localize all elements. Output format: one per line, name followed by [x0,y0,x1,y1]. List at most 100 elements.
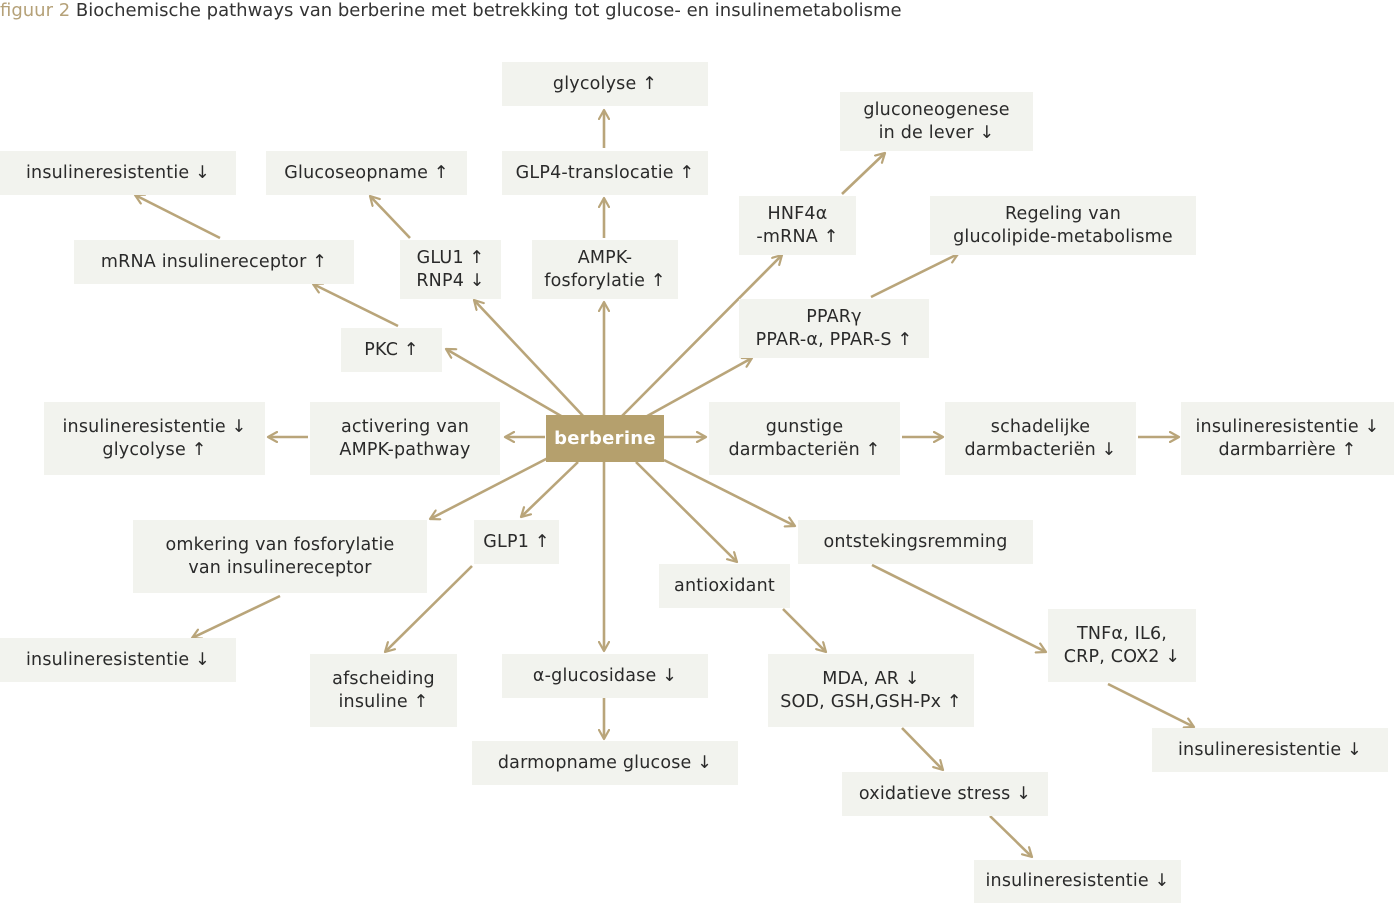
node-insulineresistentie-bottom: insulineresistentie ↓ [974,860,1181,903]
node-label-line: activering van [341,416,469,437]
node-insulineresistentie-top-left: insulineresistentie ↓ [0,151,236,195]
arrow-glu1-glucoseopname [370,196,411,239]
node-berberine: berberine [546,415,664,462]
arrow-berberine-ontsteking [663,458,795,526]
arrow-hnf4a-gluconeo [841,153,885,195]
node-glycolyse: glycolyse ↑ [502,62,708,106]
node-oxidatieve-stress: oxidatieve stress ↓ [842,772,1048,816]
node-label-line: berberine [554,428,656,449]
node-label-line: Regeling van [1004,203,1122,224]
node-label-line: Glucoseopname ↑ [284,162,449,183]
node-label-line: HNF4α [767,203,828,224]
node-label-line: afscheiding [332,668,435,689]
arrow-berberine-glp1 [521,461,579,517]
node-alpha-glucosidase: α-glucosidase ↓ [502,654,708,698]
arrow-mda-oxstress [901,727,943,770]
arrow-oxstress-insres [989,815,1032,857]
node-hnf4a-mrna: HNF4α-mRNA ↑ [739,196,856,255]
node-label-line: insulineresistentie ↓ [1195,416,1380,437]
node-ampk-fosforylatie: AMPK-fosforylatie ↑ [532,240,678,299]
arrow-ontsteking-tnf [871,563,1046,652]
node-label-line: CRP, COX2 ↓ [1063,646,1181,667]
node-label-line: RNP4 ↓ [416,270,485,291]
arrow-berberine-omkering [430,456,549,519]
node-glucoseopname: Glucoseopname ↑ [266,151,467,195]
node-label-line: gluconeogenese [863,99,1010,120]
node-label-line: darmbarrière ↑ [1218,439,1357,460]
node-insulineresistentie-darmbarriere: insulineresistentie ↓darmbarrière ↑ [1181,402,1394,475]
node-insulineresistentie-right-mid: insulineresistentie ↓ [1152,728,1388,772]
figure-caption: figuur 2 Biochemische pathways van berbe… [0,0,902,22]
node-ontstekingsremming: ontstekingsremming [798,520,1033,564]
node-label-line: glycolyse ↑ [552,73,658,94]
arrow-berberine-glu1 [474,300,586,419]
node-label-line: GLP1 ↑ [483,531,550,552]
node-pkc: PKC ↑ [341,328,442,372]
node-glp1: GLP1 ↑ [474,520,559,564]
arrow-pkc-mrna [313,284,399,328]
node-mda-sod-gsh: MDA, AR ↓SOD, GSH,GSH-Px ↑ [768,654,974,727]
node-label-line: schadelijke [990,416,1091,437]
node-label-line: -mRNA ↑ [756,226,839,247]
node-label-line: TNFα, IL6, [1076,623,1168,644]
node-label-line: insuline ↑ [338,691,429,712]
node-label-line: insulineresistentie ↓ [1177,739,1363,760]
arrow-ppar-regeling [870,254,958,299]
node-label-line: ontstekingsremming [823,531,1008,552]
node-label-line: PPARγ [806,306,862,327]
node-label-line: MDA, AR ↓ [822,668,920,689]
arrow-berberine-pkc [446,347,569,422]
node-label-line: GLP4-translocatie ↑ [515,162,695,183]
node-label-line: darmbacteriën ↓ [964,439,1117,460]
arrow-berberine-ppar [639,356,752,422]
node-label-line: GLU1 ↑ [416,247,485,268]
node-label-line: darmopname glucose ↓ [497,752,713,773]
node-label-line: gunstige [765,416,844,437]
node-label-line: antioxidant [674,575,775,596]
node-insulineresistentie-left-bottom: insulineresistentie ↓ [0,638,236,682]
node-label-line: insulineresistentie ↓ [25,649,211,670]
node-glp4-translocatie: GLP4-translocatie ↑ [502,151,708,195]
node-label-line: glycolyse ↑ [102,439,207,460]
arrow-mrna-insres [135,195,221,240]
arrow-glp1-afscheiding [385,565,473,652]
node-label-line: insulineresistentie ↓ [985,871,1170,891]
node-label-line: PKC ↑ [364,339,419,360]
node-label-line: insulineresistentie ↓ [25,162,211,183]
node-label-line: glucolipide-metabolisme [953,226,1173,247]
node-label-line: darmbacteriën ↑ [728,439,881,460]
node-label-line: omkering van fosforylatie [165,534,395,555]
node-label-line: insulineresistentie ↓ [62,416,247,437]
arrow-berberine-antioxidant [635,461,737,562]
arrow-omkering-insres [192,594,281,638]
node-label-line: van insulinereceptor [188,557,372,578]
arrow-tnf-insres [1107,682,1194,727]
node-darmopname-glucose: darmopname glucose ↓ [472,741,738,785]
node-insulineresistentie-glycolyse: insulineresistentie ↓glycolyse ↑ [44,402,265,475]
node-label-line: AMPK- [577,247,633,268]
node-mrna-insulinereceptor: mRNA insulinereceptor ↑ [74,240,354,284]
node-label-line: SOD, GSH,GSH-Px ↑ [780,691,962,712]
arrow-berberine-hnf4a [621,255,782,417]
node-label-line: mRNA insulinereceptor ↑ [100,251,328,272]
node-label-line: oxidatieve stress ↓ [858,783,1032,804]
node-label-line: α-glucosidase ↓ [532,665,678,686]
node-tnf-il6-crp-cox2: TNFα, IL6,CRP, COX2 ↓ [1048,609,1196,682]
node-antioxidant: antioxidant [659,564,790,608]
figure-title: Biochemische pathways van berberine met … [75,0,902,21]
arrow-antioxidant-mda [782,608,826,652]
node-label-line: AMPK-pathway [339,439,471,460]
node-glu1-rnp4: GLU1 ↑RNP4 ↓ [400,240,501,299]
figure-number: figuur 2 [0,0,71,21]
node-label-line: fosforylatie ↑ [544,270,666,291]
node-label-line: in de lever ↓ [878,122,995,143]
